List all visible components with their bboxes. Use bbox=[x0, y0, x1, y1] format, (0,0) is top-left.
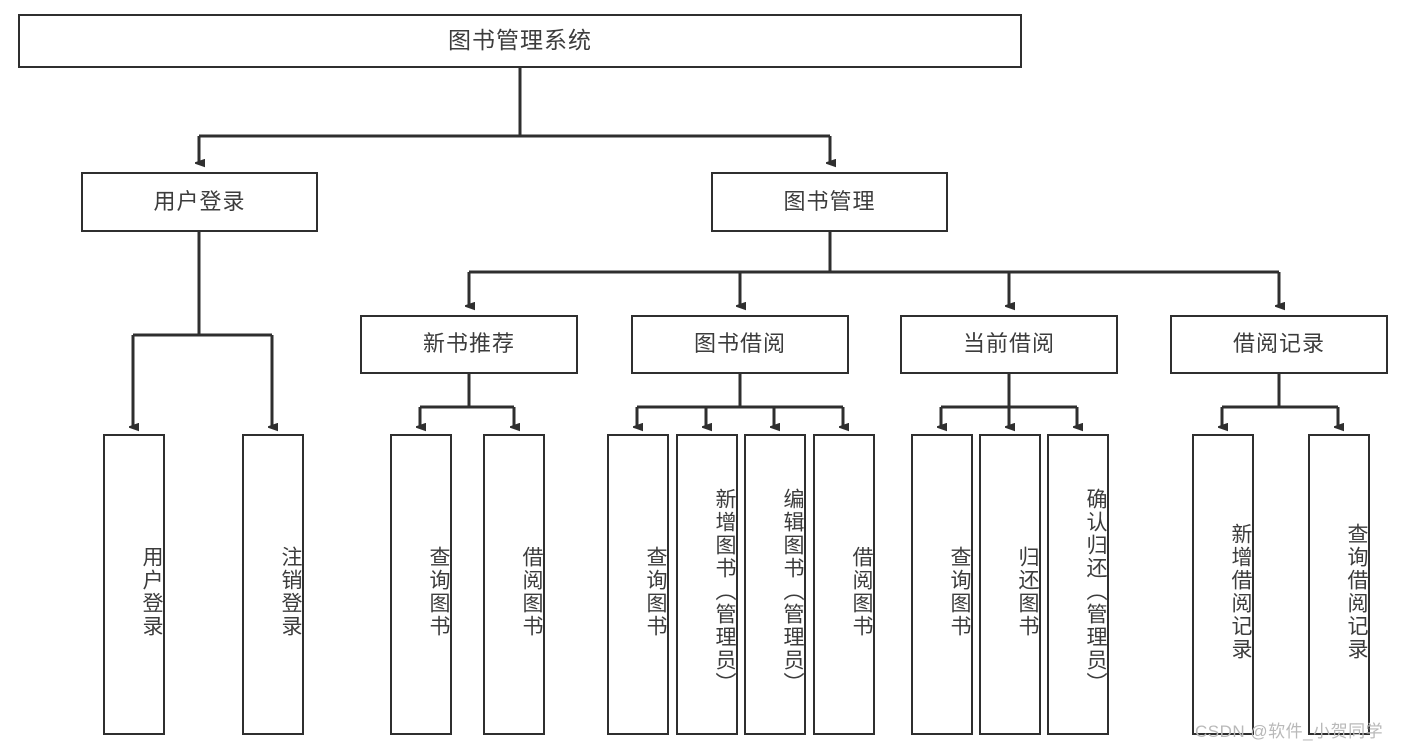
node-label: 新书推荐 bbox=[422, 331, 515, 357]
leaf-current-confirm-return-admin[interactable]: 确认归还（管理员） bbox=[1047, 434, 1109, 735]
node-label: 编辑图书（管理员） bbox=[781, 488, 804, 695]
node-label: 用户登录 bbox=[153, 188, 246, 214]
node-label: 查询图书 bbox=[427, 545, 450, 638]
node-book-management[interactable]: 图书管理 bbox=[711, 172, 948, 232]
watermark-text: CSDN @软件_小贺同学 bbox=[1195, 722, 1384, 741]
leaf-recommend-query-book[interactable]: 查询图书 bbox=[390, 434, 452, 735]
node-label: 新增借阅记录 bbox=[1229, 522, 1252, 661]
node-user-login[interactable]: 用户登录 bbox=[81, 172, 318, 232]
node-label: 新增图书（管理员） bbox=[713, 488, 736, 695]
leaf-recommend-borrow-book[interactable]: 借阅图书 bbox=[483, 434, 545, 735]
leaf-record-add-borrow-record[interactable]: 新增借阅记录 bbox=[1192, 434, 1254, 735]
leaf-borrow-query-book[interactable]: 查询图书 bbox=[607, 434, 669, 735]
node-book-borrow[interactable]: 图书借阅 bbox=[631, 315, 849, 374]
csdn-watermark: CSDN @软件_小贺同学 bbox=[1195, 717, 1383, 742]
node-label: 归还图书 bbox=[1016, 545, 1039, 638]
leaf-borrow-borrow-book[interactable]: 借阅图书 bbox=[813, 434, 875, 735]
node-label: 借阅图书 bbox=[520, 545, 543, 638]
node-label: 图书借阅 bbox=[693, 331, 786, 357]
leaf-logout-login[interactable]: 注销登录 bbox=[242, 434, 304, 735]
node-label: 查询借阅记录 bbox=[1345, 522, 1368, 661]
node-label: 借阅图书 bbox=[850, 545, 873, 638]
leaf-current-query-book[interactable]: 查询图书 bbox=[911, 434, 973, 735]
leaf-current-return-book[interactable]: 归还图书 bbox=[979, 434, 1041, 735]
leaf-record-query-borrow-record[interactable]: 查询借阅记录 bbox=[1308, 434, 1370, 735]
node-root-book-management-system[interactable]: 图书管理系统 bbox=[18, 14, 1022, 68]
leaf-borrow-edit-book-admin[interactable]: 编辑图书（管理员） bbox=[744, 434, 806, 735]
node-label: 用户登录 bbox=[140, 545, 163, 638]
node-label: 借阅记录 bbox=[1232, 331, 1325, 357]
leaf-borrow-add-book-admin[interactable]: 新增图书（管理员） bbox=[676, 434, 738, 735]
node-borrow-record[interactable]: 借阅记录 bbox=[1170, 315, 1388, 374]
node-label: 图书管理 bbox=[783, 188, 876, 214]
node-label: 当前借阅 bbox=[962, 331, 1055, 357]
node-label: 查询图书 bbox=[948, 545, 971, 638]
leaf-user-login[interactable]: 用户登录 bbox=[103, 434, 165, 735]
node-label: 查询图书 bbox=[644, 545, 667, 638]
node-label: 确认归还（管理员） bbox=[1084, 488, 1107, 695]
node-current-borrow[interactable]: 当前借阅 bbox=[900, 315, 1118, 374]
node-label: 图书管理系统 bbox=[448, 27, 592, 54]
node-new-book-recommend[interactable]: 新书推荐 bbox=[360, 315, 578, 374]
node-label: 注销登录 bbox=[279, 545, 302, 638]
